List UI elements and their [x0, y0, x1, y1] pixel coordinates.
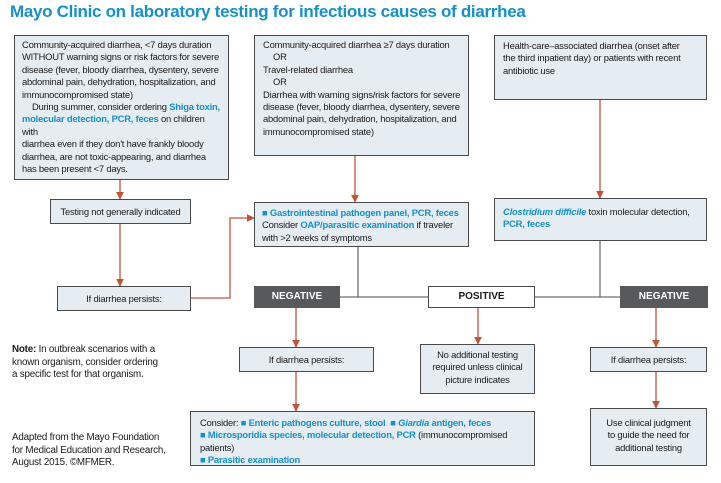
no-additional-testing-box: No additional testing required unless cl… [420, 344, 535, 394]
clinical-judgment-box: Use clinical judgment to guide the need … [590, 408, 707, 466]
negative-label-left: NEGATIVE [254, 286, 340, 308]
positive-label: POSITIVE [428, 286, 535, 308]
gi-panel-test: Gastrointestinal pathogen panel, PCR, fe… [269, 207, 459, 218]
oap-parasitic-test: OAP/parasitic examination [300, 219, 415, 231]
bullet-icon: ■ [262, 207, 268, 218]
outbreak-note: Note: In outbreak scenarios with a known… [12, 344, 158, 380]
negative-label-right: NEGATIVE [620, 286, 708, 308]
shiga-toxin-test: Shiga toxin, [169, 101, 220, 113]
consider-tests-box: Consider: ■ Enteric pathogens culture, s… [190, 411, 535, 466]
giardia-antigen-test: antigen, feces [429, 417, 492, 428]
microsporidia-test: Microsporidia species, molecular detecti… [207, 429, 416, 441]
bullet-icon: ■ [200, 454, 206, 466]
if-persists-middle-box: If diarrhea persists: [239, 347, 374, 372]
cdiff-test-method: PCR, feces [503, 218, 550, 230]
giardia-organism: Giardia [398, 417, 430, 428]
source-credit: Adapted from the Mayo Foundation for Med… [12, 432, 166, 468]
community-acquired-short-box: Community-acquired diarrhea, <7 days dur… [14, 35, 229, 180]
testing-not-indicated-box: Testing not generally indicated [50, 199, 191, 224]
arrow-persists-to-gi [191, 214, 255, 299]
bullet-icon: ■ [390, 417, 396, 428]
gi-pathogen-panel-box: ■ Gastrointestinal pathogen panel, PCR, … [254, 202, 469, 247]
cdiff-organism: Clostridium difficile [503, 206, 587, 217]
enteric-culture-test: Enteric pathogens culture, stool [248, 417, 386, 428]
community-acquired-long-box: Community-acquired diarrhea ≥7 days dura… [254, 35, 469, 156]
health-care-associated-box: Health-care–associated diarrhea (onset a… [494, 35, 707, 100]
shiga-toxin-test-method: molecular detection, PCR, feces [22, 113, 159, 125]
cdiff-test-box: Clostridium difficile toxin molecular de… [494, 198, 707, 241]
parasitic-exam-test: Parasitic examination [207, 454, 301, 466]
bullet-icon: ■ [200, 429, 206, 441]
page-title: Mayo Clinic on laboratory testing for in… [10, 2, 526, 21]
bullet-icon: ■ [240, 417, 247, 428]
if-persists-left-box: If diarrhea persists: [57, 286, 191, 311]
if-persists-right-box: If diarrhea persists: [590, 347, 707, 372]
